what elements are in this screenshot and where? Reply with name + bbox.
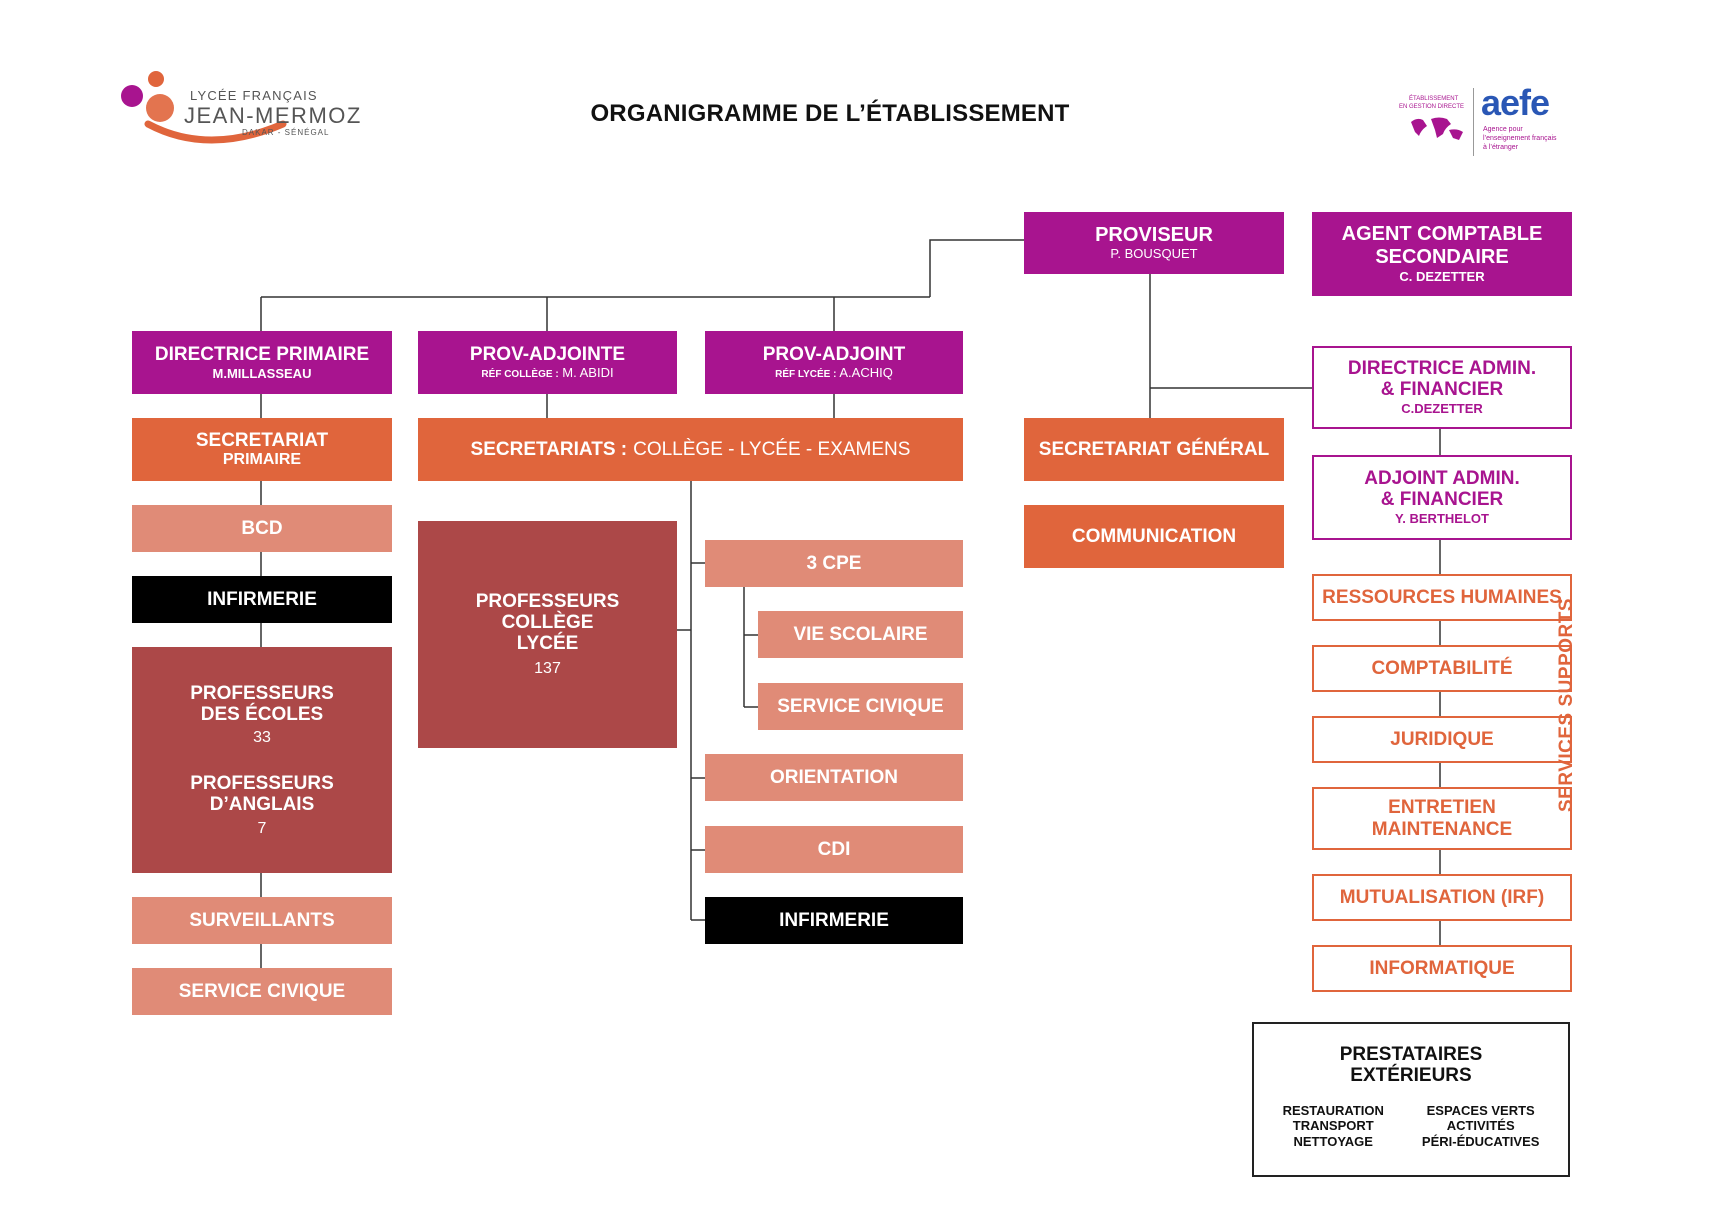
aefe-logo: ÉTABLISSEMENT EN GESTION DIRECTE aefe Ag…: [1395, 82, 1575, 162]
profs-anglais-line2: D’ANGLAIS: [209, 794, 315, 816]
service-civique-primaire-box: SERVICE CIVIQUE: [132, 968, 392, 1015]
profs-sec-line3: LYCÉE: [516, 633, 579, 655]
directrice-admin-box: DIRECTRICE ADMIN. & FINANCIER C.DEZETTER: [1312, 346, 1572, 429]
daf-name: C.DEZETTER: [1401, 401, 1483, 417]
prestataires-title1: PRESTATAIRES: [1339, 1044, 1483, 1065]
adjoint-line1: ADJOINT ADMIN.: [1364, 467, 1520, 489]
aefe-tag1: ÉTABLISSEMENT: [1409, 96, 1459, 102]
prov-adjoint-ref: RÉF LYCÉE :: [775, 369, 837, 381]
comptabilite-box: COMPTABILITÉ: [1312, 645, 1572, 692]
adjoint-line2: & FINANCIER: [1380, 489, 1504, 511]
profs-ecoles-line2: DES ÉCOLES: [200, 703, 324, 725]
logo-line1: LYCÉE FRANÇAIS: [190, 88, 318, 103]
orientation-box: ORIENTATION: [705, 754, 963, 801]
communication-box: COMMUNICATION: [1024, 505, 1284, 568]
aefe-desc1: Agence pour: [1483, 126, 1523, 133]
services-supports-label: SERVICES SUPPORTS: [1556, 597, 1577, 813]
prov-adjoint-name: A.ACHIQ: [839, 365, 893, 381]
profs-ecoles-count: 33: [253, 729, 271, 747]
infirmerie-secondaire-box: INFIRMERIE: [705, 897, 963, 944]
page-title: ORGANIGRAMME DE L’ÉTABLISSEMENT: [590, 100, 1070, 127]
prov-adjointe-name: M. ABIDI: [562, 365, 614, 381]
secretariats-levels: COLLÈGE - LYCÉE - EXAMENS: [633, 438, 911, 460]
professeurs-primaire-box: PROFESSEURS DES ÉCOLES 33 PROFESSEURS D’…: [132, 647, 392, 873]
prov-adjointe-box: PROV-ADJOINTE RÉF COLLÈGE : M. ABIDI: [418, 331, 677, 394]
aefe-desc3: à l’étranger: [1483, 144, 1519, 151]
prestataires-left-list: RESTAURATION TRANSPORT NETTOYAGE: [1283, 1103, 1384, 1150]
logo-mark-icon: [121, 71, 287, 144]
prestataires-box: PRESTATAIRES EXTÉRIEURS RESTAURATION TRA…: [1252, 1022, 1570, 1177]
adjoint-name: Y. BERTHELOT: [1395, 511, 1489, 527]
prestataires-right-list: ESPACES VERTS ACTIVITÉS PÉRI-ÉDUCATIVES: [1422, 1103, 1540, 1150]
entretien-maintenance-box: ENTRETIEN MAINTENANCE: [1312, 787, 1572, 850]
profs-anglais-count: 7: [257, 819, 267, 837]
ressources-humaines-box: RESSOURCES HUMAINES: [1312, 574, 1572, 621]
prestataire-item: PÉRI-ÉDUCATIVES: [1421, 1133, 1540, 1149]
prestataire-item: NETTOYAGE: [1293, 1133, 1373, 1149]
prov-adjointe-ref: RÉF COLLÈGE :: [481, 369, 559, 381]
aefe-tag2: EN GESTION DIRECTE: [1399, 104, 1465, 110]
entretien-label: ENTRETIEN: [1388, 797, 1496, 819]
proviseur-name: P. BOUSQUET: [1110, 246, 1198, 262]
logo-line2: JEAN-MERMOZ: [184, 103, 362, 128]
infirmerie-primaire-box: INFIRMERIE: [132, 576, 392, 623]
vie-scolaire-box: VIE SCOLAIRE: [758, 611, 963, 658]
lycee-logo: LYCÉE FRANÇAIS JEAN-MERMOZ DAKAR - SÉNÉG…: [118, 66, 378, 156]
profs-ecoles-line1: PROFESSEURS: [190, 682, 334, 704]
aefe-desc2: l’enseignement français: [1483, 135, 1557, 142]
profs-sec-line1: PROFESSEURS: [475, 590, 620, 612]
bcd-box: BCD: [132, 505, 392, 552]
prov-adjointe-title: PROV-ADJOINTE: [469, 344, 626, 366]
profs-sec-line2: COLLÈGE: [501, 611, 594, 633]
agent-name: C. DEZETTER: [1399, 269, 1485, 285]
daf-line2: & FINANCIER: [1380, 379, 1504, 401]
secretariat-general-box: SECRETARIAT GÉNÉRAL: [1024, 418, 1284, 481]
surveillants-box: SURVEILLANTS: [132, 897, 392, 944]
mutualisation-box: MUTUALISATION (IRF): [1312, 874, 1572, 921]
world-map-icon: [1411, 117, 1463, 140]
prestataire-item: TRANSPORT: [1292, 1118, 1374, 1134]
prestataire-item: ACTIVITÉS: [1446, 1118, 1515, 1134]
prov-adjoint-box: PROV-ADJOINT RÉF LYCÉE : A.ACHIQ: [705, 331, 963, 394]
directrice-primaire-name: M.MILLASSEAU: [212, 365, 312, 381]
prestataire-item: RESTAURATION: [1282, 1102, 1384, 1118]
profs-anglais-line1: PROFESSEURS: [190, 773, 334, 794]
prestataire-item: ESPACES VERTS: [1426, 1102, 1535, 1118]
prov-adjoint-title: PROV-ADJOINT: [762, 344, 906, 366]
prestataires-title2: EXTÉRIEURS: [1350, 1065, 1472, 1087]
adjoint-admin-box: ADJOINT ADMIN. & FINANCIER Y. BERTHELOT: [1312, 455, 1572, 540]
agent-title2: SECONDAIRE: [1375, 245, 1509, 268]
secretariat-primaire-title: SECRETARIAT: [195, 429, 329, 451]
maintenance-label: MAINTENANCE: [1371, 818, 1513, 840]
juridique-box: JURIDIQUE: [1312, 716, 1572, 763]
secretariats-box: SECRETARIATS : COLLÈGE - LYCÉE - EXAMENS: [418, 418, 963, 481]
secretariat-primaire-box: SECRETARIAT PRIMAIRE: [132, 418, 392, 481]
agent-comptable-box: AGENT COMPTABLE SECONDAIRE C. DEZETTER: [1312, 212, 1572, 296]
cdi-box: CDI: [705, 826, 963, 873]
agent-title1: AGENT COMPTABLE: [1341, 223, 1543, 246]
informatique-box: INFORMATIQUE: [1312, 945, 1572, 992]
proviseur-title: PROVISEUR: [1095, 224, 1213, 247]
directrice-primaire-box: DIRECTRICE PRIMAIRE M.MILLASSEAU: [132, 331, 392, 394]
secretariat-primaire-sub: PRIMAIRE: [222, 451, 302, 469]
proviseur-box: PROVISEUR P. BOUSQUET: [1024, 212, 1284, 274]
aefe-brand: aefe: [1481, 82, 1550, 123]
logo-line3: DAKAR - SÉNÉGAL: [242, 128, 330, 137]
daf-line1: DIRECTRICE ADMIN.: [1347, 357, 1537, 379]
secretariats-label: SECRETARIATS :: [470, 438, 628, 460]
profs-sec-count: 137: [534, 660, 561, 678]
service-civique-secondaire-box: SERVICE CIVIQUE: [758, 683, 963, 730]
directrice-primaire-title: DIRECTRICE PRIMAIRE: [154, 343, 370, 365]
professeurs-secondaire-box: PROFESSEURS COLLÈGE LYCÉE 137: [418, 521, 677, 748]
cpe-box: 3 CPE: [705, 540, 963, 587]
